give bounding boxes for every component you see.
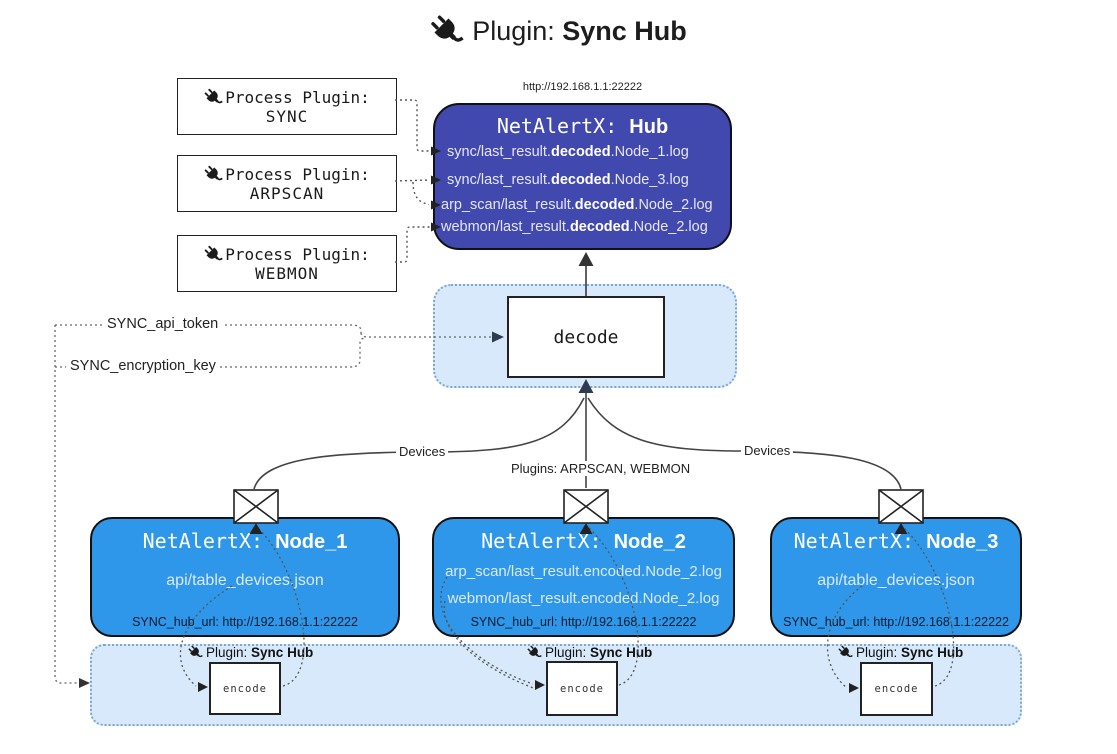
process-plugin-label: Process Plugin: [225,244,370,264]
plug-icon [204,165,223,184]
node-title: NetAlertX: Node_2 [481,529,686,553]
process-plugin-box-arpscan: Process Plugin: ARPSCAN [177,155,397,212]
title-prefix: Plugin: [472,15,555,46]
decode-box: decode [507,296,665,378]
process-plugin-box-webmon: Process Plugin: WEBMON [177,235,397,292]
node-2-box: NetAlertX: Node_2 arp_scan/last_result.e… [432,517,735,637]
plug-icon [204,88,223,107]
sync-api-token-label: SYNC_api_token [103,316,223,332]
diagram-title: Plugin: Sync Hub [0,14,1117,48]
encode-box-2: encode [546,661,618,716]
sync-encryption-key-label: SYNC_encryption_key [66,358,220,374]
node-content-line: api/table_devices.json [166,572,324,589]
node-content-line: arp_scan/last_result.encoded.Node_2.log [445,563,722,580]
node-content-line: webmon/last_result.encoded.Node_2.log [447,590,720,607]
encoder-1-label: Plugin: Sync Hub [188,645,313,660]
process-plugin-name: ARPSCAN [249,183,325,203]
node-hub-url: SYNC_hub_url: http://192.168.1.1:22222 [132,615,358,629]
node-3-box: NetAlertX: Node_3 api/table_devices.json… [770,517,1022,637]
plug-icon [188,645,203,660]
title-name: Sync Hub [562,15,687,46]
node-title: NetAlertX: Node_1 [142,529,348,553]
node-hub-url: SYNC_hub_url: http://192.168.1.1:22222 [470,615,697,629]
hub-log-line: sync/last_result.decoded.Node_1.log [447,144,689,160]
process-plugin-label: Process Plugin: [225,164,370,184]
node-content-line: api/table_devices.json [817,572,975,589]
bar-in-arrowhead [79,678,90,688]
devices-right-label: Devices [741,443,794,458]
process-plugin-name: WEBMON [255,263,319,283]
encode-box-3: encode [860,662,933,716]
encode-box-1: encode [209,662,281,715]
plug-icon [838,645,853,660]
encoder-2-label: Plugin: Sync Hub [527,645,652,660]
hub-log-line: webmon/last_result.decoded.Node_2.log [441,219,708,235]
plug-icon [204,245,223,264]
page-title: Plugin: Sync Hub [472,16,687,47]
hub-title: NetAlertX: Hub [435,114,730,139]
plugins-mid-label: Plugins: ARPSCAN, WEBMON [508,461,694,476]
hub-log-line: arp_scan/last_result.decoded.Node_2.log [441,197,713,213]
plug-icon [430,14,464,48]
devices-left-label: Devices [396,444,449,459]
hub-in-arrowhead [578,252,594,266]
process-to-hub-edges [394,99,431,263]
node-title: NetAlertX: Node_3 [793,529,999,553]
hub-title-prefix: NetAlertX: [496,114,630,138]
hub-title-name: Hub [629,116,669,138]
node-1-box: NetAlertX: Node_1 api/table_devices.json… [90,517,400,637]
hub-box: NetAlertX: Hub sync/last_result.decoded.… [433,103,732,250]
process-plugin-label: Process Plugin: [225,87,370,107]
process-plugin-name: SYNC [265,106,309,126]
process-plugin-box-sync: Process Plugin: SYNC [177,78,397,135]
node-hub-url: SYNC_hub_url: http://192.168.1.1:22222 [783,615,1009,629]
hub-log-line: sync/last_result.decoded.Node_3.log [447,172,689,188]
plug-icon [527,645,542,660]
encoder-3-label: Plugin: Sync Hub [838,645,963,660]
hub-url-label: http://192.168.1.1:22222 [522,81,643,93]
